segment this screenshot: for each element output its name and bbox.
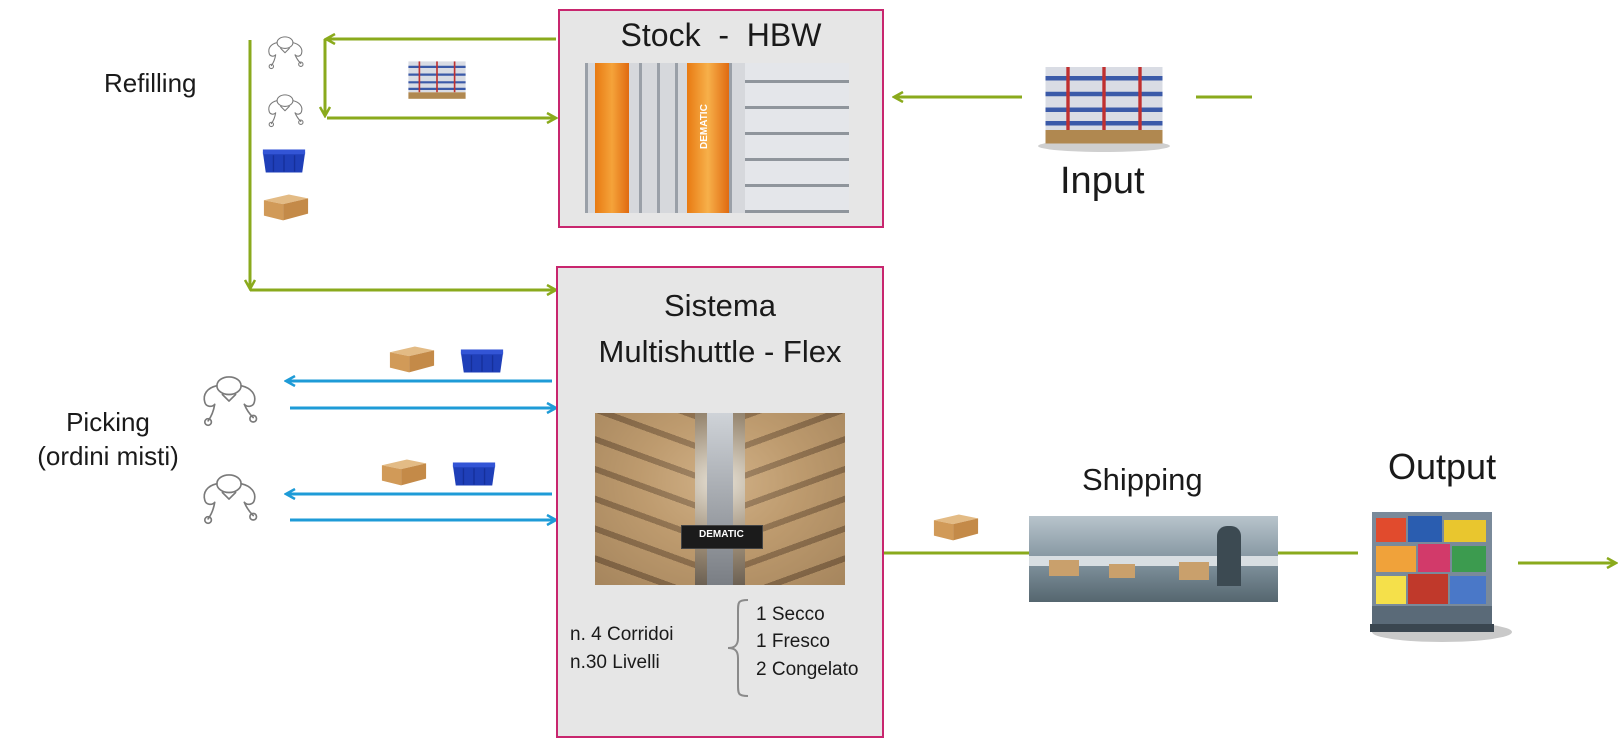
input-pallet-image <box>1038 67 1170 152</box>
output-label: Output <box>1388 446 1497 487</box>
input-label: Input <box>1060 160 1145 202</box>
output-pallet-image <box>1370 512 1512 642</box>
sistema-multishuttle-box: Sistema Multishuttle - Flex DEMATIC n. 4… <box>556 266 884 738</box>
carton-box-icon <box>381 459 427 486</box>
refilling-flow <box>250 39 1252 290</box>
output-flow <box>884 551 1616 563</box>
stock-hbw-photo: DEMATIC <box>585 63 849 213</box>
shipping-label: Shipping <box>1082 462 1203 497</box>
blue-crate-icon <box>262 148 306 174</box>
blue-crate-icon <box>460 348 504 374</box>
picking-label-line2: (ordini misti) <box>37 441 179 471</box>
operator-icon <box>203 474 258 525</box>
spec-corridoi: n. 4 Corridoi <box>570 624 674 645</box>
sistema-title-line2: Multishuttle - Flex <box>598 334 842 369</box>
carton-box-icon <box>263 194 309 221</box>
zone-fresco: 1 Fresco <box>756 631 830 652</box>
pallet-icon <box>407 60 467 100</box>
spec-livelli: n.30 Livelli <box>570 652 660 673</box>
sistema-title-line1: Sistema <box>664 288 776 323</box>
refilling-label: Refilling <box>104 68 197 98</box>
carton-box-icon <box>389 346 435 373</box>
stock-hbw-title: Stock - HBW <box>620 17 822 53</box>
picking-label-line1: Picking <box>66 407 150 437</box>
stock-hbw-box: Stock - HBW DEMATIC <box>558 9 884 228</box>
blue-crate-icon <box>452 461 496 487</box>
zone-congelato: 2 Congelato <box>756 659 859 680</box>
sistema-multishuttle-photo: DEMATIC <box>595 413 845 585</box>
picking-label: Picking (ordini misti) <box>6 405 210 473</box>
shipping-photo <box>1029 516 1278 602</box>
stock-photo-brand: DEMATIC <box>699 104 710 149</box>
operator-icon <box>268 94 304 128</box>
carton-box-icon <box>933 514 979 541</box>
operator-icon <box>268 36 304 70</box>
zone-brace <box>727 599 749 697</box>
operator-icon <box>203 376 258 427</box>
sistema-photo-brand: DEMATIC <box>699 529 744 540</box>
picking-flow <box>286 381 556 520</box>
zone-secco: 1 Secco <box>756 604 825 625</box>
